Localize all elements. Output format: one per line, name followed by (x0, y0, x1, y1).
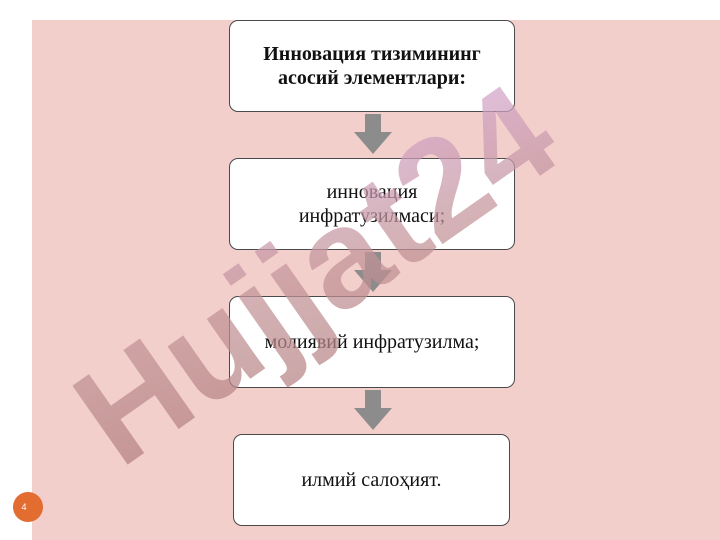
flow-step-innovation-infrastructure: инновация инфратузилмаси; (229, 158, 515, 250)
flow-step-scientific-potential: илмий салоҳият. (233, 434, 510, 526)
down-arrow-1 (354, 114, 392, 154)
flow-step-title: Инновация тизимининг асосий элементлари: (229, 20, 515, 112)
flow-step-text: молиявий инфратузилма; (264, 331, 480, 353)
flow-step-text: илмий салоҳият. (301, 469, 442, 491)
down-arrow-3 (354, 390, 392, 430)
flow-step-financial-infrastructure: молиявий инфратузилма; (229, 296, 515, 388)
page-number-badge: 4 (13, 492, 43, 522)
flow-step-text: инновация инфратузилмаси; (298, 181, 446, 227)
down-arrow-2 (354, 252, 392, 292)
page-number: 4 (21, 502, 27, 512)
flow-step-title-text: Инновация тизимининг асосий элементлари: (263, 43, 481, 89)
